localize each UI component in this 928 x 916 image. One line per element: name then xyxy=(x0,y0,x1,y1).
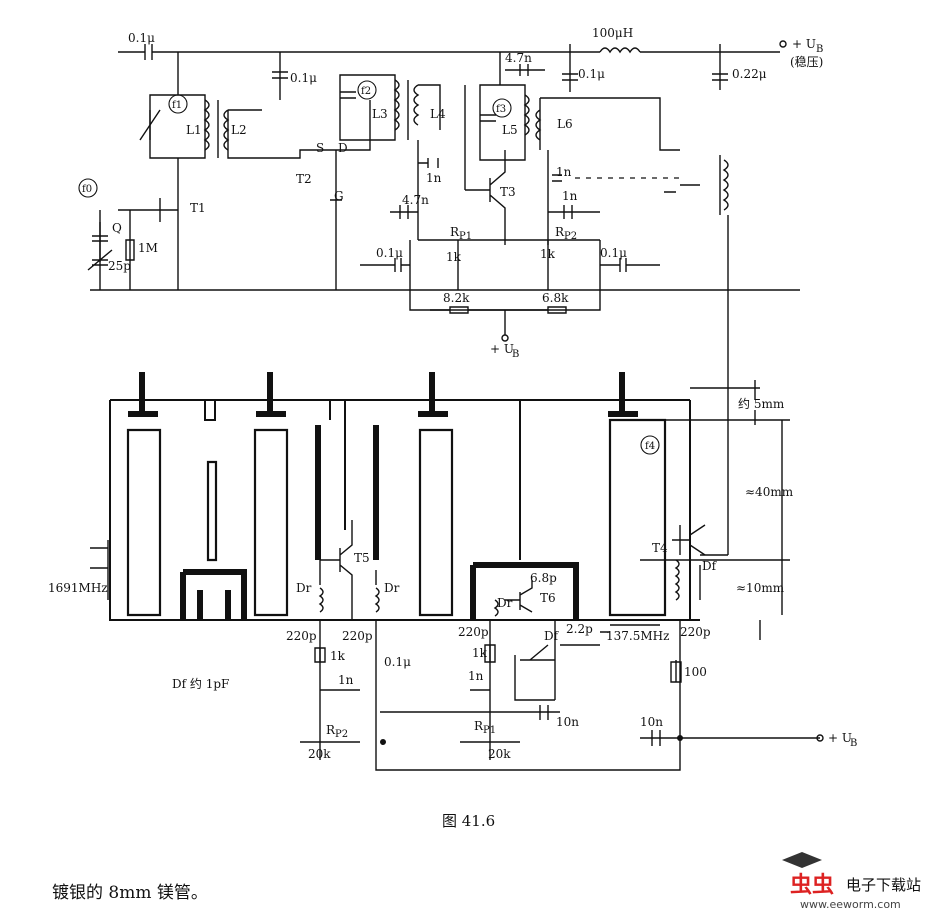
label-r1k-c: 1k xyxy=(330,649,346,663)
label-f3: f3 xyxy=(496,104,506,115)
label-c220p-a: 220p xyxy=(286,629,317,643)
label-rp2-sub: P2 xyxy=(564,231,577,242)
label-T1: T1 xyxy=(190,201,206,215)
label-ub-low: + U xyxy=(828,731,852,745)
label-freq-out: 137.5MHz xyxy=(606,629,669,643)
label-f1: f1 xyxy=(172,100,182,111)
label-T3: T3 xyxy=(500,185,516,199)
label-c1n-a: 1n xyxy=(426,171,442,185)
label-c-022: 0.22μ xyxy=(732,67,767,81)
label-r20k-b: 20k xyxy=(488,747,511,761)
label-L3: L3 xyxy=(372,107,388,121)
label-Df-b: Df xyxy=(544,629,560,643)
label-ub-regulated: (稳压) xyxy=(790,54,823,69)
label-c68p: 6.8p xyxy=(530,571,557,585)
label-T4: T4 xyxy=(652,541,668,555)
label-f0: f0 xyxy=(82,184,92,195)
upper-circuit xyxy=(78,40,800,555)
label-c220p-c: 220p xyxy=(458,625,489,639)
label-rp2-low: R xyxy=(326,723,336,737)
label-c47n-mid: 4.7n xyxy=(402,193,429,207)
label-T5: T5 xyxy=(354,551,370,565)
label-1M: 1M xyxy=(138,241,158,255)
label-r20k-a: 20k xyxy=(308,747,331,761)
label-c-top-left: 0.1μ xyxy=(128,31,155,45)
label-Dr-a: Dr xyxy=(296,581,312,595)
label-c-01-right: 0.1μ xyxy=(578,67,605,81)
label-c1n-b: 1n xyxy=(556,165,572,179)
label-f4: f4 xyxy=(645,441,655,452)
label-c22p: 2.2p xyxy=(566,622,593,636)
label-choke: 100μH xyxy=(592,26,633,40)
label-c10n-a: 10n xyxy=(556,715,579,729)
label-dim-5mm: 约 5mm xyxy=(738,396,785,411)
label-c220p-d: 220p xyxy=(680,625,711,639)
label-c1n-e: 1n xyxy=(468,669,484,683)
label-rp1-sub: P1 xyxy=(459,231,472,242)
label-L6: L6 xyxy=(557,117,573,131)
label-rp1: R xyxy=(450,225,460,239)
watermark: 虫虫 电子下载站 www.eeworm.com xyxy=(782,852,921,911)
label-freq-in: 1691MHz xyxy=(48,581,108,595)
figure-caption: 图 41.6 xyxy=(442,812,495,830)
label-Df-a: Df xyxy=(702,559,718,573)
labels: 0.1μ 0.1μ 100μH 4.7n 0.1μ 0.22μ + U B (稳… xyxy=(48,26,857,761)
label-L4: L4 xyxy=(430,107,446,121)
label-L2: L2 xyxy=(231,123,247,137)
label-c01-low: 0.1μ xyxy=(384,655,411,669)
label-ub-mid: + U xyxy=(490,342,514,356)
label-r1k-d: 1k xyxy=(472,646,488,660)
label-c1n-c: 1n xyxy=(562,189,578,203)
label-dim-40mm: ≈40mm xyxy=(745,485,794,499)
body-text: 镀银的 8mm 镁管。 xyxy=(52,883,208,903)
label-rp1-low-sub: P1 xyxy=(483,725,496,736)
label-c220p-b: 220p xyxy=(342,629,373,643)
label-dim-10mm: ≈10mm xyxy=(736,581,785,595)
label-rp1-low: R xyxy=(474,719,484,733)
label-ub-low-sub: B xyxy=(850,738,857,749)
label-ub-top-sub: B xyxy=(816,44,823,55)
cavity-circuit xyxy=(90,372,824,771)
label-ub-mid-sub: B xyxy=(512,349,519,360)
label-L5: L5 xyxy=(502,123,518,137)
label-r1k-a: 1k xyxy=(446,250,462,264)
label-25p: 25p xyxy=(108,259,131,273)
label-r100: 100 xyxy=(684,665,707,679)
watermark-site-name: 电子下载站 xyxy=(846,876,921,894)
label-c-47n-top: 4.7n xyxy=(505,51,532,65)
label-c10n-b: 10n xyxy=(640,715,663,729)
label-Dr-b: Dr xyxy=(384,581,400,595)
watermark-url: www.eeworm.com xyxy=(800,898,901,911)
watermark-brand: 虫虫 xyxy=(790,872,834,898)
label-r68k: 6.8k xyxy=(542,291,569,305)
label-rp2-low-sub: P2 xyxy=(335,729,348,740)
label-G: G xyxy=(334,189,344,203)
label-c1n-d: 1n xyxy=(338,673,354,687)
label-T6: T6 xyxy=(540,591,556,605)
label-S: S xyxy=(316,141,324,155)
graduation-cap-icon xyxy=(782,852,822,868)
label-Q: Q xyxy=(112,221,122,235)
label-r1k-b: 1k xyxy=(540,247,556,261)
label-rp2: R xyxy=(555,225,565,239)
label-c01-mid2: 0.1μ xyxy=(600,246,627,260)
label-df-note: Df 约 1pF xyxy=(172,676,229,691)
label-f2: f2 xyxy=(361,86,371,97)
label-D: D xyxy=(338,141,348,155)
label-T2: T2 xyxy=(296,172,312,186)
label-ub-top: + U xyxy=(792,37,816,51)
label-L1: L1 xyxy=(186,123,202,137)
label-c-top-mid: 0.1μ xyxy=(290,71,317,85)
label-r82k: 8.2k xyxy=(443,291,470,305)
label-c01-mid: 0.1μ xyxy=(376,246,403,260)
label-Dr-c: Dr xyxy=(497,596,513,610)
